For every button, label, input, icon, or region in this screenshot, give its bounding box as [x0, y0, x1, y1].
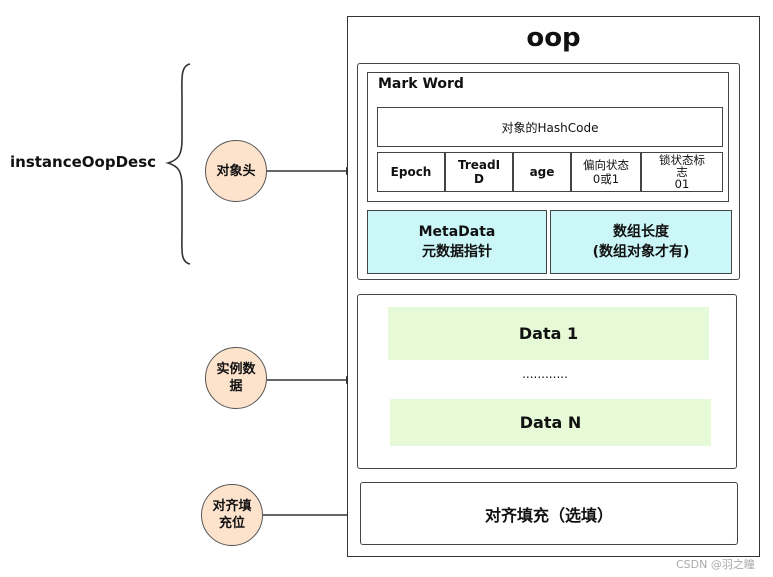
data-ellipsis: ............: [522, 367, 568, 381]
curly-brace: [165, 63, 191, 265]
object-header-box: [357, 63, 740, 280]
data-last-box: Data N: [390, 399, 711, 446]
mark-word-title: Mark Word: [378, 76, 464, 92]
padding-label-line1: 对齐填: [212, 499, 252, 514]
array-length-line1: 数组长度: [612, 224, 669, 240]
oop-title: oop: [526, 23, 581, 53]
array-length-line2: (数组对象才有): [592, 244, 690, 260]
thread-id-cell: TreadI D: [445, 152, 513, 192]
instance-oop-desc-label: instanceOopDesc: [10, 153, 157, 171]
array-length-box: 数组长度 (数组对象才有): [550, 210, 732, 274]
lock-state-cell: 锁状态标 志 01: [641, 152, 723, 192]
data-first-box: Data 1: [388, 307, 709, 360]
lock-state-line1: 锁状态标: [659, 153, 705, 167]
mark-word-box: [367, 72, 729, 202]
padding-label-line2: 充位: [218, 516, 245, 531]
instance-data-label-line1: 实例数: [216, 362, 256, 377]
metadata-line1: MetaData: [418, 224, 496, 240]
padding-circle: 对齐填 充位: [201, 484, 263, 546]
metadata-box: MetaData 元数据指针: [367, 210, 547, 274]
instance-data-box: [357, 294, 737, 469]
oop-container: [347, 16, 760, 557]
object-header-circle: 对象头: [205, 140, 267, 202]
lock-state-line2: 志: [676, 165, 688, 179]
bias-state-line1: 偏向状态: [583, 158, 629, 172]
age-cell: age: [513, 152, 571, 192]
bias-state-cell: 偏向状态 0或1: [571, 152, 641, 192]
instance-data-label-line2: 据: [229, 379, 243, 394]
padding-box: 对齐填充（选填）: [360, 482, 738, 545]
thread-id-line1: TreadI: [457, 158, 501, 172]
bias-state-line2: 0或1: [592, 172, 620, 186]
object-header-label: 对象头: [216, 163, 256, 179]
hashcode-box: 对象的HashCode: [377, 107, 723, 147]
epoch-cell: Epoch: [377, 152, 445, 192]
instance-data-circle: 实例数 据: [205, 347, 267, 409]
thread-id-line2: D: [474, 172, 484, 186]
metadata-line2: 元数据指针: [422, 244, 492, 260]
lock-state-line3: 01: [674, 177, 690, 191]
watermark: CSDN @羽之瞳: [676, 558, 755, 571]
